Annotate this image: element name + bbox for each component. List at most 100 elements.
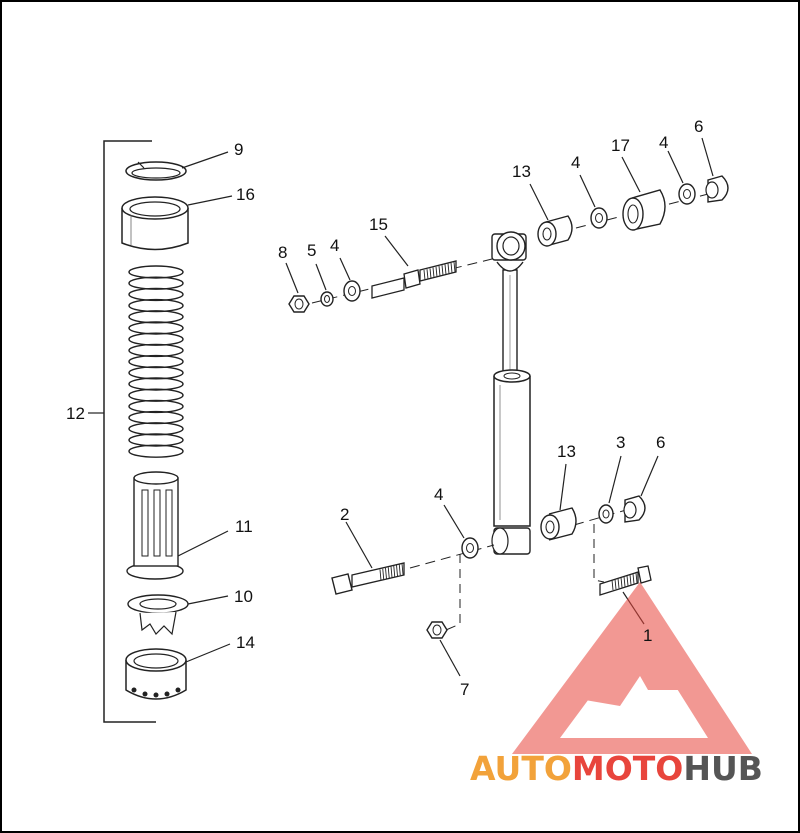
leader-4b bbox=[579, 174, 596, 208]
thread-line bbox=[635, 572, 638, 584]
thread-line bbox=[632, 573, 635, 584]
part-4-washer-c bbox=[678, 183, 696, 205]
bracket-12 bbox=[103, 140, 156, 723]
leader-8 bbox=[285, 262, 299, 294]
axis-lower-nut bbox=[445, 554, 461, 631]
spring-coil bbox=[128, 276, 184, 290]
spring-coil bbox=[128, 388, 184, 402]
callout-2: 2 bbox=[340, 505, 349, 524]
watermark-text: AUTOMOTOHUB bbox=[470, 749, 763, 788]
watermark-auto: AUTO bbox=[470, 749, 572, 788]
spring-coil bbox=[128, 298, 184, 313]
leader-9 bbox=[181, 151, 229, 169]
leader-6a bbox=[701, 137, 714, 177]
thread-line bbox=[435, 266, 438, 277]
thread-line bbox=[438, 265, 441, 277]
thread-line bbox=[614, 579, 617, 590]
leader-15 bbox=[384, 235, 409, 267]
spring-coil bbox=[128, 433, 184, 447]
thread-line bbox=[450, 262, 453, 273]
thread-line bbox=[620, 577, 623, 588]
callout-12: 12 bbox=[66, 404, 85, 423]
leader-17 bbox=[621, 156, 641, 193]
spring-coil bbox=[128, 444, 184, 458]
thread-line bbox=[623, 576, 626, 587]
part-14-collar bbox=[125, 648, 187, 700]
spring-coil bbox=[128, 343, 184, 358]
callout-4-lower: 4 bbox=[434, 485, 443, 504]
callout-11: 11 bbox=[235, 517, 253, 536]
part-11-guide bbox=[126, 471, 184, 580]
part-8-nut bbox=[288, 295, 310, 313]
spring-coil bbox=[128, 377, 184, 391]
spring-coil bbox=[128, 287, 184, 302]
spring-coil bbox=[128, 399, 184, 414]
part-9-clip bbox=[125, 161, 187, 181]
callout-4-upper-right: 4 bbox=[659, 133, 668, 152]
callout-13-lower: 13 bbox=[557, 442, 576, 461]
spring-coil bbox=[128, 332, 184, 346]
thread-line bbox=[390, 566, 393, 578]
watermark-logo bbox=[512, 582, 752, 754]
thread-line bbox=[447, 263, 450, 274]
thread-line bbox=[617, 578, 620, 589]
callout-15: 15 bbox=[369, 215, 388, 234]
watermark-moto: MOTO bbox=[572, 749, 683, 788]
part-4-washer-b bbox=[590, 207, 608, 229]
part-3-washer bbox=[598, 504, 614, 524]
spring-coil bbox=[128, 354, 184, 369]
thread-line bbox=[396, 564, 398, 577]
thread-line bbox=[385, 567, 387, 580]
leader-4c bbox=[667, 150, 684, 184]
leader-4d bbox=[443, 504, 465, 539]
thread-line bbox=[626, 575, 629, 586]
logo-inner bbox=[585, 626, 680, 706]
spring-coil bbox=[128, 265, 184, 279]
part-7-nut bbox=[426, 621, 448, 639]
callout-6-lower: 6 bbox=[656, 433, 665, 452]
leader-16 bbox=[187, 195, 233, 206]
thread-line bbox=[629, 574, 632, 585]
leader-2 bbox=[345, 521, 373, 569]
thread-line bbox=[426, 269, 429, 280]
spring-coil bbox=[128, 310, 184, 324]
spring-coil bbox=[128, 422, 184, 436]
thread-line bbox=[382, 568, 385, 580]
callout-4-upper-left: 4 bbox=[330, 236, 339, 255]
callout-3: 3 bbox=[616, 433, 625, 452]
part-5-washer bbox=[320, 291, 334, 307]
part-6-acorn-nut-upper bbox=[705, 175, 729, 203]
callout-1: 1 bbox=[643, 626, 652, 645]
callout-9: 9 bbox=[234, 140, 243, 159]
callout-4-upper-mid: 4 bbox=[571, 153, 580, 172]
leader-5 bbox=[315, 263, 327, 291]
spring-coil bbox=[128, 366, 184, 380]
thread-line bbox=[393, 565, 396, 577]
callout-8: 8 bbox=[278, 243, 287, 262]
watermark-hub: HUB bbox=[683, 749, 763, 788]
callout-14: 14 bbox=[236, 633, 255, 652]
leader-13b bbox=[559, 463, 567, 511]
leader-10 bbox=[187, 595, 229, 605]
callout-6-upper: 6 bbox=[694, 117, 703, 136]
callout-10: 10 bbox=[234, 587, 253, 606]
callout-5: 5 bbox=[307, 241, 316, 260]
spring-coil bbox=[128, 321, 184, 335]
spring-coil bbox=[128, 410, 184, 425]
part-4-washer-d bbox=[461, 537, 479, 559]
part-10-adjuster bbox=[127, 594, 189, 636]
part-15-stud bbox=[371, 260, 457, 299]
part-6-acorn-nut-lower bbox=[623, 495, 646, 523]
leader-7 bbox=[439, 639, 461, 677]
thread-line bbox=[387, 567, 390, 579]
leader-4a bbox=[339, 257, 351, 281]
callout-17: 17 bbox=[611, 136, 630, 155]
logo-triangle bbox=[512, 582, 752, 754]
thread-line bbox=[379, 569, 382, 581]
part-17-sleeve bbox=[622, 189, 666, 231]
thread-line bbox=[429, 268, 432, 279]
thread-line bbox=[423, 269, 426, 281]
